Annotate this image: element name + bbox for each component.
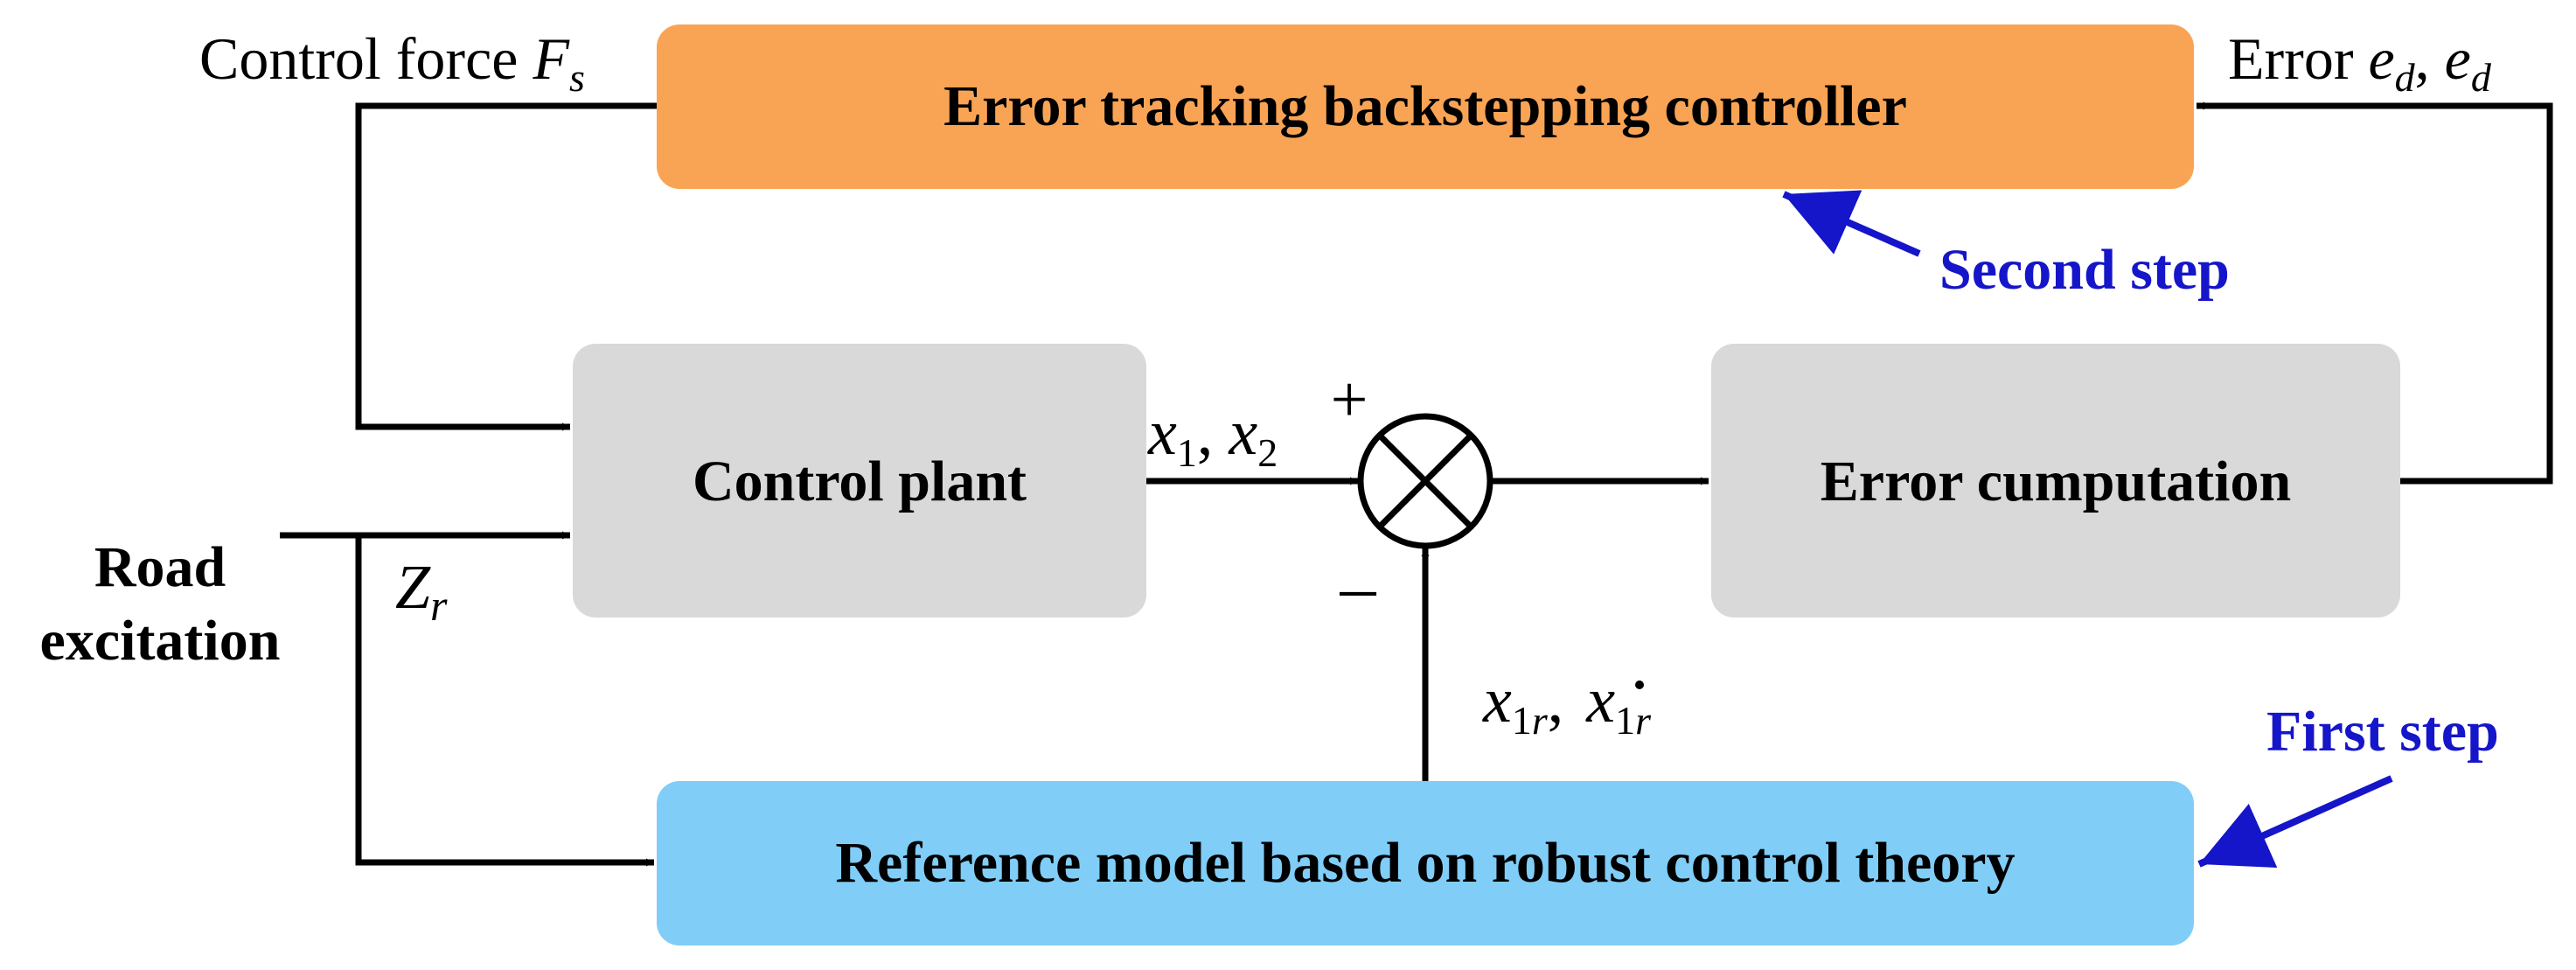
first-step-pointer — [2197, 775, 2393, 868]
road-excitation-label-line2: excitation — [40, 609, 281, 673]
reference-block-fill — [657, 781, 2194, 946]
reference-block-label: Reference model based on robust control … — [835, 831, 2015, 895]
controller-block-label: Error tracking backstepping controller — [943, 74, 1907, 138]
second-step-pointer — [1782, 190, 1921, 257]
second-step-label: Second step — [1939, 238, 2230, 302]
plant-block-fill — [573, 344, 1146, 618]
error-computation-block: Error cumputation — [1711, 344, 2400, 618]
minus-sign: – — [1340, 547, 1377, 626]
controller-block: Error tracking backstepping controller — [657, 24, 2194, 189]
summing-junction: + – — [1331, 363, 1493, 626]
controller-block-fill — [657, 24, 2194, 189]
error-block-fill — [1711, 344, 2400, 618]
error-feedback-line — [2197, 101, 2553, 485]
road-input-zr-label: Zr — [395, 552, 448, 630]
error-label: Error ed, ed — [2228, 25, 2492, 100]
plant-block-label: Control plant — [693, 450, 1027, 513]
reference-model-block: Reference model based on robust control … — [657, 781, 2194, 946]
summing-junction-cross-b — [1377, 433, 1473, 529]
plant-block: Control plant — [573, 344, 1146, 618]
plant-output-label: x1,x2 — [1147, 397, 1278, 475]
reference-output-label: x1r,x1r — [1482, 665, 1652, 743]
derivative-dot — [1635, 680, 1644, 689]
control-force-line — [355, 102, 657, 431]
road-to-reference-line — [355, 535, 654, 867]
road-excitation-label-line1: Road — [94, 535, 226, 599]
error-block-label: Error cumputation — [1821, 450, 2291, 513]
first-step-label: First step — [2266, 700, 2499, 764]
control-force-label: Control force Fs — [199, 25, 585, 100]
plus-sign: + — [1331, 363, 1368, 436]
